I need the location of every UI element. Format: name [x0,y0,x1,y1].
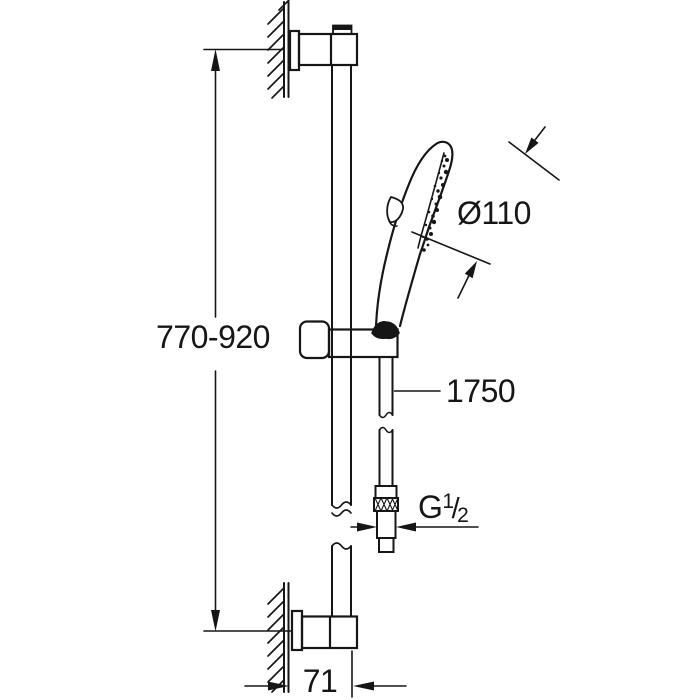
arrow-thread-right [396,522,416,532]
rail-break-bottom-edge [331,542,352,550]
wall-hatch-top [267,0,290,99]
hose-break-bottom-edge [378,426,394,434]
bottom-escutcheon [290,609,304,652]
hose-collar [374,485,398,499]
dim-thread [350,522,479,532]
wall-hatch-bottom [267,587,285,693]
rail-break-top-edge [331,501,352,509]
head-diameter-label: Ø110 [457,195,531,231]
arrow-up [211,49,220,71]
handle-clip [386,195,404,223]
knurl-texture [374,497,399,512]
hand-shower-outline [374,140,454,328]
dim-head-diameter [411,126,560,299]
holder-knob [298,320,331,360]
handle-cone [371,321,400,340]
arrow-thread-left [357,522,377,532]
thread-numerator: 1 [442,490,454,513]
rail-break-sliver [331,509,352,517]
slide-rail [331,64,352,618]
handle-clip-notch [388,220,398,227]
arrow-down [211,610,220,632]
arrow-offset-left [268,681,289,691]
thread-denominator: 2 [457,504,469,527]
arrow-to-head-bottom [464,261,477,279]
hose-length-label: 1750 [446,373,516,409]
thread-slash: / [451,493,460,525]
bottom-wall-mount [267,582,359,693]
wall-offset-label: 71 [302,663,338,699]
thread-prefix: G [418,489,443,525]
shower-hose [373,356,399,553]
top-wall-mount [267,0,359,99]
hand-shower [371,140,454,340]
hose-nut-body [376,510,397,539]
top-mount-body [297,32,359,67]
arrow-offset-right [353,681,374,691]
arrow-to-head-top [525,137,539,154]
dim-height-range [203,48,292,632]
top-escutcheon [288,29,301,72]
holder-body [327,328,399,359]
hose-nipple [378,537,395,553]
dim-wall-offset [244,650,407,698]
shower-holder [298,320,399,360]
rail-height-range-label: 770-920 [156,319,270,355]
thread-size-label: G1/2 [418,489,469,527]
hose-break-top-edge [378,411,394,419]
